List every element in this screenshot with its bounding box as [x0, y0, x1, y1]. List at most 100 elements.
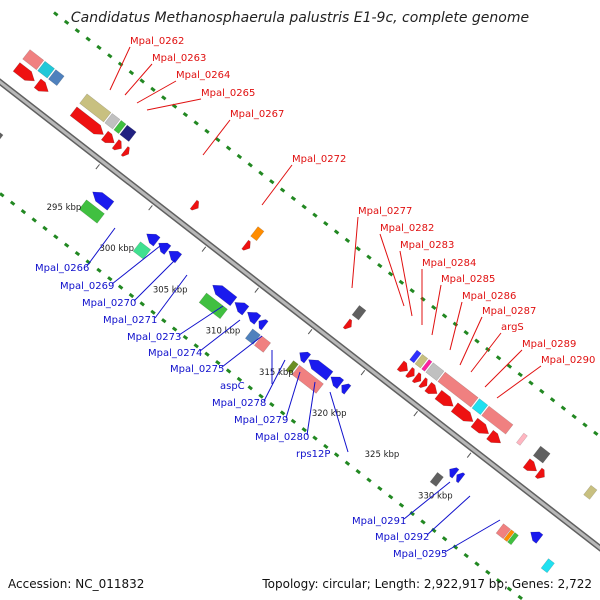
gc-dot-inner: [42, 225, 48, 231]
cog-outer-block-12: [425, 362, 445, 381]
cog-inner-block-9: [429, 472, 444, 487]
leader-line-blue: [426, 495, 471, 536]
gc-dot-inner: [247, 385, 253, 391]
gc-dot-inner: [474, 561, 480, 567]
gc-dot-inner: [161, 318, 167, 324]
kbp-tick-label: 310 kbp: [206, 327, 241, 337]
leader-line-blue: [403, 481, 451, 520]
leader-line-red: [484, 349, 523, 388]
gc-dot-outer: [571, 413, 577, 420]
leader-line-red: [431, 284, 442, 336]
gc-dot-outer: [290, 195, 297, 202]
cds-mpal-0290c-shape: [534, 467, 545, 479]
gene-label-blue: Mpal_0292: [375, 532, 429, 543]
gc-dot-inner: [31, 217, 37, 223]
cds-mpal-0265b: [111, 139, 122, 151]
cog-outer-block-7-rect: [250, 226, 265, 242]
gene-label-red: Mpal_0289: [522, 339, 576, 350]
gc-dot-inner: [463, 552, 469, 559]
cds-mpal-0290-shape: [486, 429, 502, 444]
cds-mpal-0269: [146, 233, 161, 247]
cog-outer-block-1: [37, 60, 55, 79]
cog-outer-block-9: [409, 349, 422, 364]
gene-label-blue: rps12P: [296, 449, 330, 460]
cog-outer-block-8: [351, 305, 367, 321]
cds-aspc-shape: [258, 319, 269, 331]
gc-dot-outer: [409, 288, 415, 294]
cog-outer-block-14-rect: [471, 398, 489, 415]
gc-dot-inner: [117, 284, 124, 290]
cds-mpal-0278: [299, 351, 312, 364]
gc-dot-inner: [107, 276, 113, 282]
cds-mpal-0295: [530, 531, 544, 544]
cog-inner-block-6-rect: [253, 335, 272, 353]
cog-outer-block-16: [516, 432, 528, 446]
cog-track-inner: [0, 127, 555, 574]
gc-dot-outer: [441, 313, 448, 319]
cds-mpal-0279-shape: [308, 359, 334, 381]
cog-outer-block-11: [421, 359, 433, 372]
map-title: Candidatus Methanosphaerula palustris E1…: [71, 10, 529, 26]
gc-dot-outer: [344, 237, 351, 243]
leader-line-blue: [306, 381, 316, 436]
gc-dot-inner: [193, 343, 199, 349]
gc-dot-outer: [398, 279, 405, 285]
cog-inner-block-13: [540, 558, 555, 574]
gene-label-blue: Mpal_0279: [234, 415, 288, 426]
cds-args: [450, 402, 474, 422]
accession-label: Accession: NC_011832: [8, 577, 144, 591]
cog-outer-block-14: [471, 398, 489, 415]
cog-outer-block-3-rect: [79, 93, 112, 123]
cog-inner-block-1-rect: [0, 127, 4, 145]
gene-label-blue: Mpal_0271: [103, 315, 157, 326]
cog-outer-block-13: [437, 371, 479, 408]
leader-line-red: [351, 216, 359, 289]
cds-mpal-0283: [405, 367, 415, 379]
gc-dot-outer: [204, 128, 210, 134]
gc-dot-outer: [355, 246, 361, 252]
backbone-core: [0, 80, 600, 550]
cog-inner-block-6: [253, 335, 272, 353]
gc-dot-inner: [171, 326, 178, 332]
gc-dot-inner: [269, 401, 275, 408]
gene-label-red: Mpal_0287: [482, 306, 536, 317]
cds-rps12p: [341, 383, 352, 395]
cds-mpal-0283-shape: [405, 367, 415, 379]
cog-outer-block-10-rect: [414, 353, 429, 369]
cog-outer-block-12-rect: [425, 362, 445, 381]
gc-dot-inner: [139, 301, 145, 307]
gc-dot-inner: [355, 469, 361, 475]
gene-label-red: Mpal_0284: [422, 258, 476, 269]
cds-mpal-0287-shape: [434, 389, 454, 407]
gene-label-blue: Mpal_0273: [127, 332, 181, 343]
gc-dot-outer: [549, 397, 556, 403]
gc-dot-inner: [20, 209, 27, 215]
gc-dot-outer: [560, 405, 567, 411]
cds-mpal-0277-shape: [241, 239, 251, 251]
leader-line-blue: [178, 305, 224, 336]
gc-dot-outer: [161, 95, 167, 101]
gc-dot-outer: [377, 262, 383, 269]
gc-dot-inner: [323, 443, 329, 450]
gc-dot-inner: [63, 242, 70, 248]
leader-line-blue: [133, 259, 176, 302]
leader-line-red: [379, 233, 405, 307]
gc-dot-outer: [279, 187, 286, 193]
cog-outer-block-13-rect: [437, 371, 479, 408]
gene-label-blue: Mpal_0280: [255, 432, 309, 443]
cds-rps12p-shape: [341, 383, 352, 395]
cds-mpal-0286-shape: [424, 381, 438, 395]
leader-line-blue: [221, 335, 263, 368]
cds-mpal-0273-shape: [212, 284, 238, 307]
cds-mpal-0280: [330, 376, 345, 390]
gc-dot-outer: [323, 221, 329, 227]
leader-line-red: [261, 164, 293, 206]
cds-mpal-0264: [69, 106, 104, 135]
kbp-tick-label: 300 kbp: [99, 244, 134, 254]
kbp-tick-mark: [413, 411, 418, 417]
cds-mpal-0291: [449, 467, 460, 479]
cds-mpal-0291-shape: [449, 467, 460, 479]
cds-mpal-0285-shape: [418, 377, 428, 389]
gc-content-track: [0, 11, 599, 600]
